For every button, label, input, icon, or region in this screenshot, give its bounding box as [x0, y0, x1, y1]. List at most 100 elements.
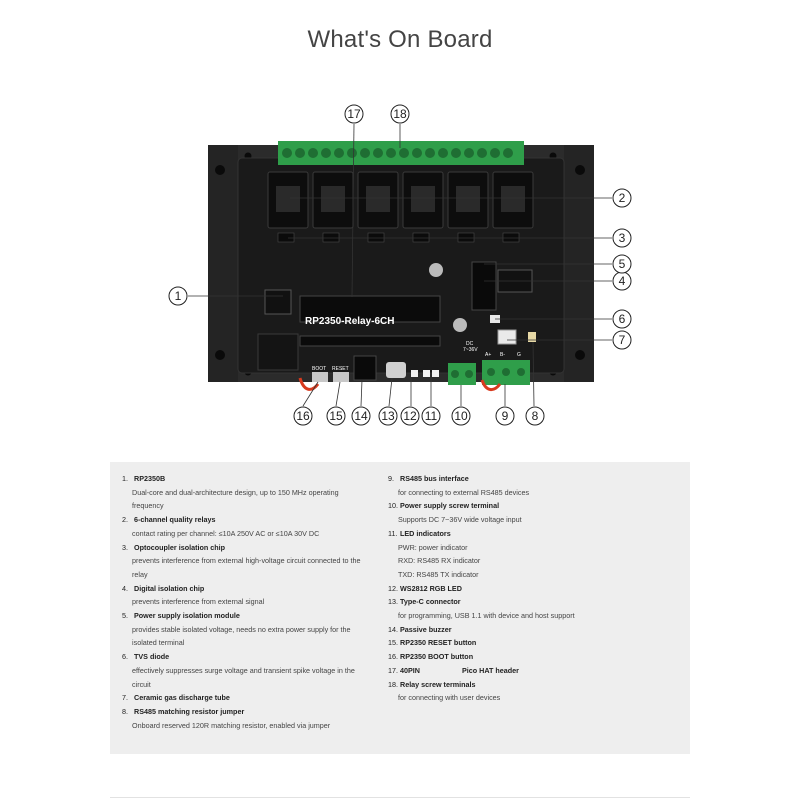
callout-label: 9 [502, 409, 509, 423]
legend-desc: PWR: power indicator [398, 542, 468, 552]
callout-label: 18 [393, 107, 407, 121]
legend-title: RP2350 RESET button [400, 638, 477, 648]
legend-desc: for programming, USB 1.1 with device and… [398, 611, 575, 621]
enclosure-ear-left [208, 145, 238, 382]
legend-title: Type-C connector [400, 597, 461, 607]
legend-title: 40PIN [400, 665, 420, 675]
callout-label: 10 [454, 409, 468, 423]
callout-label: 12 [403, 409, 417, 423]
legend-title: WS2812 RGB LED [400, 583, 462, 593]
legend-item: 7. Ceramic gas discharge tube [122, 691, 384, 705]
silk-b: B- [500, 352, 505, 358]
legend-item: 4. Digital isolation chip prevents inter… [122, 582, 384, 609]
mount-hole [215, 165, 225, 175]
board-model-label: RP2350-Relay-6CH [305, 316, 395, 327]
callout-label: 14 [354, 409, 368, 423]
legend-desc: contact rating per channel: ≤10A 250V AC… [132, 528, 320, 538]
callout-label: 17 [347, 107, 361, 121]
reset-button [333, 372, 349, 382]
gas-discharge-tube [497, 329, 517, 345]
legend-title: RP2350B [134, 474, 166, 483]
legend-left-column: 1. RP2350B Dual-core and dual-architectu… [122, 472, 384, 732]
silk-dc: DC [466, 341, 474, 347]
capacitor [429, 263, 443, 277]
rp2350b-chip [264, 289, 292, 315]
callouts [168, 104, 632, 426]
legend-num: 3. [122, 542, 128, 552]
boot-button [312, 372, 328, 382]
legend-desc: relay [132, 569, 148, 579]
mount-hole [575, 165, 585, 175]
legend-title: RS485 matching resistor jumper [134, 706, 245, 716]
legend-desc: prevents interference from external sign… [132, 597, 265, 607]
rs485-resistor-jumper [528, 332, 536, 342]
legend-desc: for connecting with user devices [398, 693, 501, 703]
board-diagram: RP2350-Relay-6CH BOOT RESET DC 7~36V A+ … [168, 104, 632, 426]
legend-title: Passive buzzer [400, 624, 452, 634]
capacitor [453, 318, 467, 332]
pico-hat-header [299, 295, 441, 323]
legend-title-2: Pico HAT header [461, 665, 519, 675]
legend-num: 5. [122, 611, 128, 621]
legend-item: 6. TVS diode effectively suppresses surg… [122, 650, 384, 691]
legend-item: 12. WS2812 RGB LED [388, 582, 688, 596]
legend-title: Power supply screw terminal [400, 501, 500, 511]
legend-item: 8. RS485 matching resistor jumper Onboar… [122, 705, 384, 732]
legend-num: 17. [388, 665, 398, 675]
legend-desc: Dual-core and dual-architecture design, … [132, 487, 339, 497]
legend-title: Relay screw terminals [400, 679, 476, 689]
callout-15 [326, 406, 346, 426]
red-cable [298, 377, 320, 391]
callout-5 [612, 254, 632, 274]
legend-desc: RXD: RS485 RX indicator [398, 556, 481, 566]
callout-label: 1 [175, 289, 182, 303]
legend-title: Ceramic gas discharge tube [134, 693, 230, 703]
legend-num: 2. [122, 515, 128, 525]
antenna-area [257, 333, 299, 371]
silk-boot: BOOT [312, 366, 326, 372]
callout-12 [400, 406, 420, 426]
legend-title: Power supply isolation module [134, 611, 240, 621]
legend-num: 6. [122, 652, 128, 662]
callout-8 [525, 406, 545, 426]
callout-label: 6 [619, 312, 626, 326]
silk-a: A+ [485, 352, 491, 358]
legend-title: LED indicators [400, 528, 451, 538]
legend-num: 15. [388, 638, 398, 648]
legend-desc: prevents interference from external high… [132, 556, 361, 566]
legend-num: 12. [388, 583, 398, 593]
legend-item: 2. 6-channel quality relays contact rati… [122, 513, 384, 540]
callout-14 [351, 406, 371, 426]
legend-num: 1. [122, 474, 128, 483]
legend-item: 10. Power supply screw terminal Supports… [388, 499, 688, 526]
legend-num: 4. [122, 583, 128, 593]
callout-3 [612, 228, 632, 248]
legend-desc: TXD: RS485 TX indicator [398, 569, 479, 579]
legend-num: 14. [388, 624, 398, 634]
legend-item: 1. RP2350B Dual-core and dual-architectu… [122, 472, 384, 513]
led-indicator [432, 370, 439, 377]
legend-desc: effectively suppresses surge voltage and… [132, 665, 355, 675]
mount-hole [215, 350, 225, 360]
legend-desc: provides stable isolated voltage, needs … [132, 624, 351, 634]
callout-6 [612, 309, 632, 329]
rgb-led [411, 370, 418, 377]
silk-reset: RESET [332, 366, 349, 372]
legend-title: RS485 bus interface [400, 474, 469, 483]
legend-right-column: 9. RS485 bus interface for connecting to… [388, 472, 688, 705]
callout-label: 5 [619, 257, 626, 271]
buzzer [353, 355, 377, 381]
callout-label: 15 [329, 409, 343, 423]
callout-1 [168, 286, 188, 306]
legend-desc: frequency [132, 501, 164, 511]
legend-desc: Onboard reserved 120R matching resistor,… [132, 720, 331, 730]
legend-item: 3. Optocoupler isolation chip prevents i… [122, 541, 384, 582]
relay-screw-terminal-strip [278, 141, 524, 165]
power-screw-terminal [448, 363, 476, 385]
legend-item: 9. RS485 bus interface for connecting to… [388, 472, 688, 499]
callout-label: 16 [296, 409, 310, 423]
legend-num: 7. [122, 693, 128, 703]
divider [110, 797, 690, 798]
legend-title: Digital isolation chip [134, 583, 205, 593]
legend-item: 5. Power supply isolation module provide… [122, 609, 384, 650]
